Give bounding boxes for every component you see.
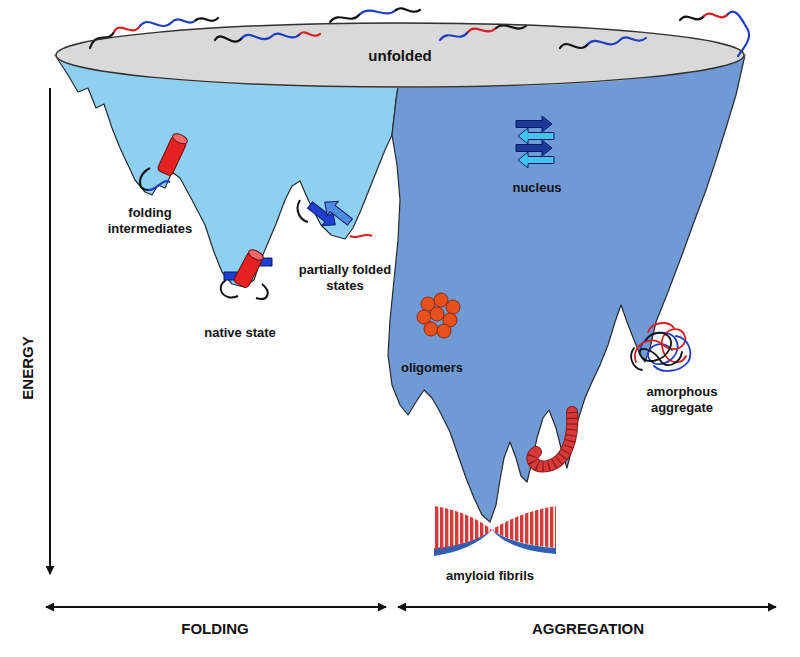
amorphous-figure bbox=[631, 323, 690, 371]
protofibril-figure bbox=[532, 412, 572, 467]
axis-label: FOLDING bbox=[155, 620, 275, 638]
state-label: folding intermediates bbox=[98, 205, 202, 236]
axis-label: ENERGY bbox=[19, 336, 37, 399]
aggregation-funnel bbox=[388, 55, 745, 522]
state-label: amorphous aggregate bbox=[636, 384, 728, 415]
unfolded-rim bbox=[55, 22, 745, 88]
state-ellipse: unfolded bbox=[55, 22, 745, 88]
state-label: amyloid fibrils bbox=[420, 568, 560, 584]
fibril-figure bbox=[434, 506, 556, 556]
axis-arrows bbox=[46, 88, 776, 607]
state-label: nucleus bbox=[492, 180, 582, 196]
state-label: partially folded states bbox=[297, 262, 393, 293]
folding-funnel bbox=[55, 55, 402, 287]
native-figure bbox=[221, 248, 272, 299]
nucleus-figure bbox=[516, 116, 554, 168]
oligomer-figure bbox=[417, 293, 460, 338]
state-label: native state bbox=[185, 325, 295, 341]
axis-label: AGGREGATION bbox=[513, 620, 663, 638]
state-label: oligomers bbox=[387, 360, 477, 376]
ellipse-border bbox=[56, 23, 744, 87]
intermediate-figure bbox=[140, 132, 189, 190]
partial-figure bbox=[298, 195, 372, 237]
state-label: unfolded bbox=[368, 47, 431, 64]
